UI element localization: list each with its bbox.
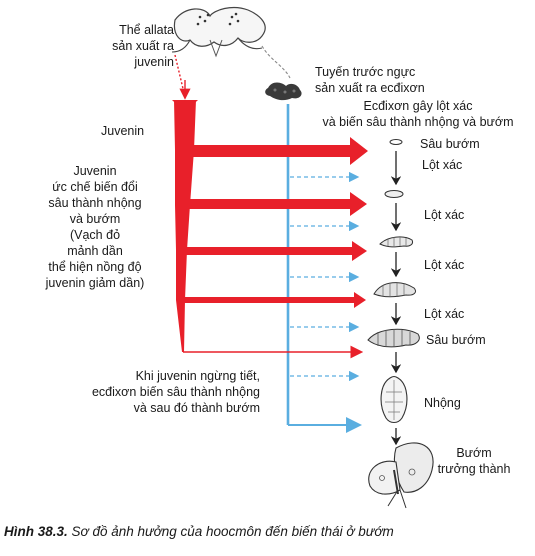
stage-label-molt-3: Lột xác	[424, 258, 465, 272]
juvenin-arrow-1	[190, 137, 368, 165]
juvenin-effect-line: mảnh dần	[67, 244, 123, 258]
stage-label-larva-final: Sâu bướm	[426, 333, 486, 347]
stop-note-label: Khi juvenin ngừng tiết, ecđixơn biến sâu…	[90, 368, 260, 416]
ecdysone-effect-line: và biến sâu thành nhộng và bướm	[322, 115, 514, 129]
stage-label-adult-line: Bướm	[456, 446, 492, 460]
juvenin-effect-line: Juvenin	[73, 164, 117, 178]
allata-label-line: Thể allata	[119, 23, 174, 37]
larva-stage-1	[389, 139, 403, 145]
juvenin-arrow-4	[184, 292, 366, 308]
stage-label-pupa: Nhộng	[424, 396, 461, 410]
juvenin-trunk	[174, 100, 196, 352]
juvenin-effect-line: ức chế biến đổi	[52, 180, 138, 194]
ecdysone-effect-label: Ecđixơn gây lột xác và biến sâu thành nh…	[300, 98, 535, 130]
juvenin-arrows	[183, 137, 368, 359]
prothoracic-label: Tuyến trước ngực sản xuất ra ecđixơn	[315, 64, 425, 96]
allata-connector	[174, 54, 186, 98]
stage-label-molt-2: Lột xác	[424, 208, 465, 222]
juvenin-effect-line: juvenin giảm dần)	[45, 276, 145, 290]
juvenin-effect-line: và bướm	[69, 212, 121, 226]
juvenin-effect-line: thể hiện nồng độ	[48, 260, 142, 274]
stage-label-molt-1: Lột xác	[422, 158, 463, 172]
juvenin-label: Juvenin	[101, 124, 145, 138]
juvenin-trunk-head	[172, 100, 198, 112]
allata-label: Thể allata sản xuất ra juvenin	[40, 22, 174, 70]
larva-stage-5	[367, 328, 420, 348]
stage-label-adult-line: trưởng thành	[437, 462, 511, 476]
butterfly-image	[368, 442, 434, 509]
larva-stage-4	[373, 282, 417, 298]
larva-stage-3	[379, 236, 413, 248]
figure-number: Hình 38.3.	[4, 524, 68, 539]
allata-label-line: sản xuất ra	[112, 39, 174, 53]
insect-head-image	[171, 6, 266, 58]
stop-note-line: ecđixơn biến sâu thành nhộng	[91, 385, 260, 399]
juvenin-effect-label: Juvenin ức chế biến đổi sâu thành nhộng …	[16, 163, 174, 291]
prothoracic-gland-image	[265, 82, 302, 101]
prothoracic-label-line: sản xuất ra ecđixơn	[315, 81, 425, 95]
gland-connector	[261, 45, 291, 79]
larva-stage-2	[384, 190, 404, 198]
stage-label-molt-4: Lột xác	[424, 307, 465, 321]
pupa-image	[380, 375, 408, 424]
stage-label-adult: Bướm trưởng thành	[434, 445, 514, 477]
figure-caption-text: Sơ đồ ảnh hưởng của hoocmôn đến biến thá…	[71, 524, 394, 539]
juvenin-arrow-3	[186, 241, 367, 261]
juvenin-arrow-2	[188, 192, 367, 216]
juvenin-effect-line: sâu thành nhộng	[48, 196, 142, 210]
stop-note-line: và sau đó thành bướm	[133, 401, 260, 415]
ecdysone-effect-line: Ecđixơn gây lột xác	[363, 99, 473, 113]
ecdysone-arrows	[288, 171, 362, 433]
prothoracic-label-line: Tuyến trước ngực	[315, 65, 416, 79]
allata-label-line: juvenin	[134, 55, 174, 69]
stage-label-larva-top: Sâu bướm	[420, 137, 480, 151]
stop-note-line: Khi juvenin ngừng tiết,	[135, 369, 260, 383]
juvenin-effect-line: (Vạch đỏ	[69, 228, 121, 242]
figure-caption: Hình 38.3. Sơ đồ ảnh hưởng của hoocmôn đ…	[4, 524, 532, 539]
